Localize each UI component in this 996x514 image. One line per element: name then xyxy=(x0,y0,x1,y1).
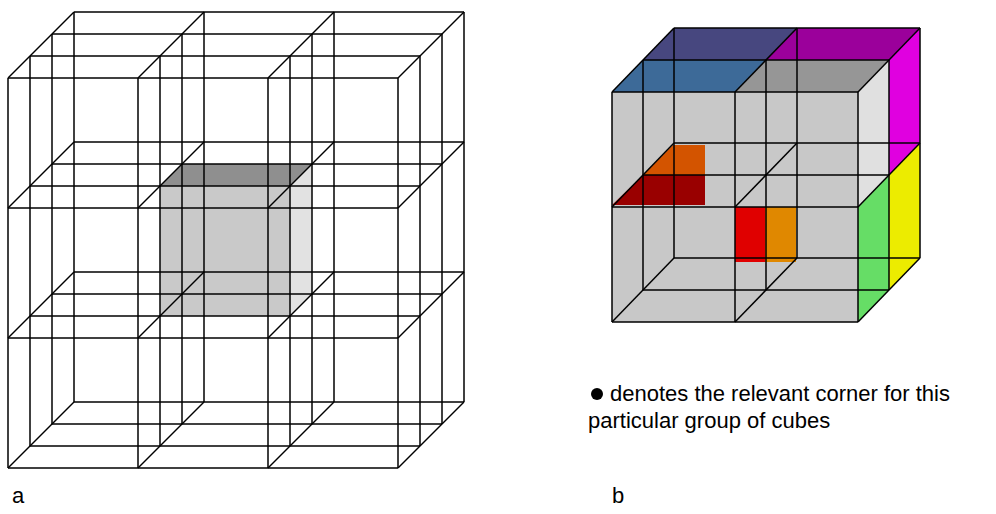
grid-edge xyxy=(8,12,74,78)
inner-face xyxy=(765,207,796,262)
grid-edge xyxy=(7,78,9,468)
inner-face xyxy=(612,175,705,205)
grid-edge xyxy=(29,56,31,446)
centre-top-face xyxy=(160,164,312,186)
grid-edge xyxy=(8,402,74,468)
grid-edge xyxy=(137,78,139,468)
grid-edge xyxy=(268,272,334,338)
corner-dot xyxy=(591,388,603,400)
grid-edge xyxy=(268,402,334,468)
grid-edge xyxy=(398,402,464,468)
grid-edge xyxy=(51,34,53,424)
cube-group xyxy=(612,28,920,322)
cube-edge xyxy=(612,258,674,322)
grid-edge xyxy=(8,272,74,338)
grid-edge xyxy=(8,77,398,79)
grid-edge xyxy=(203,12,205,402)
centre-side-face xyxy=(290,164,312,316)
grid-edge xyxy=(398,142,464,208)
cube-edge xyxy=(858,28,920,92)
grid-edge xyxy=(8,207,398,209)
grid-edge xyxy=(333,12,335,402)
grid-edge xyxy=(159,56,161,446)
grid-edge xyxy=(181,34,183,424)
grid-edge xyxy=(8,337,398,339)
grid-edge xyxy=(268,142,334,208)
grid-edge xyxy=(463,12,465,402)
grid-edge xyxy=(441,34,443,424)
grid-edge xyxy=(52,293,442,295)
side-face xyxy=(889,143,920,290)
cube-edge xyxy=(612,143,674,207)
grid-edge xyxy=(74,271,464,273)
grid-edge xyxy=(74,401,464,403)
front-face xyxy=(612,92,858,322)
grid-edge xyxy=(74,11,464,13)
grid-edge xyxy=(8,142,74,208)
grid-edge xyxy=(30,445,420,447)
grid-edge xyxy=(30,315,420,317)
grid-edge xyxy=(138,12,204,78)
cube-edge xyxy=(735,28,797,92)
grid-edge xyxy=(30,55,420,57)
cube-edge xyxy=(735,258,797,322)
panel-letter: a xyxy=(12,482,24,509)
grid-edge xyxy=(52,163,442,165)
grid-edge xyxy=(289,56,291,446)
grid-edge xyxy=(398,12,464,78)
grid-edge xyxy=(419,56,421,446)
cube-edge xyxy=(858,143,920,207)
grid-edge xyxy=(73,12,75,402)
grid-edge xyxy=(267,78,269,468)
side-face xyxy=(858,175,889,322)
grid-edge xyxy=(8,467,398,469)
legend-note: denotes the relevant corner for this par… xyxy=(588,380,988,434)
inner-face xyxy=(735,207,765,262)
cube-edge xyxy=(735,143,797,207)
cube-edge xyxy=(612,28,674,92)
cube-edge xyxy=(858,258,920,322)
grid-edge xyxy=(138,142,204,208)
grid-edge xyxy=(397,78,399,468)
grid-edge xyxy=(52,423,442,425)
grid-edge xyxy=(138,272,204,338)
grid-edge xyxy=(74,141,464,143)
grid-edge xyxy=(311,34,313,424)
grid-edge xyxy=(268,12,334,78)
grid-edge xyxy=(138,402,204,468)
panel-letter: b xyxy=(612,482,624,509)
cube-grid xyxy=(8,12,464,468)
grid-edge xyxy=(30,185,420,187)
grid-edge xyxy=(52,33,442,35)
grid-edge xyxy=(398,272,464,338)
